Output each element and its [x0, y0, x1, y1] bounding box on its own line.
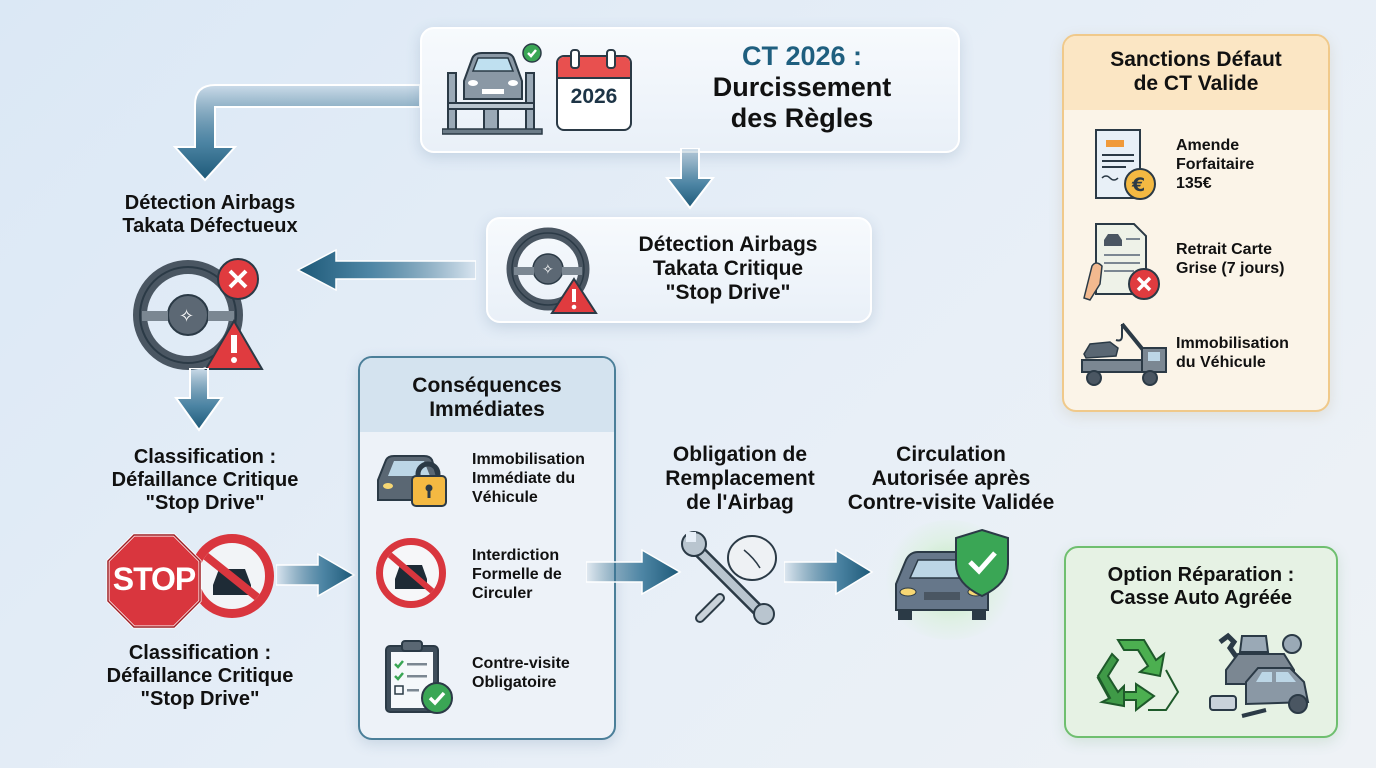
- no-car-icon: [190, 534, 274, 618]
- svg-text:✧: ✧: [179, 306, 194, 327]
- tow-truck-icon: [1081, 322, 1167, 386]
- sanction-item-3: Immobilisation du Véhicule: [1176, 334, 1289, 372]
- sanctions-card: Sanctions Défaut de CT Valide € Amende F…: [1062, 34, 1330, 412]
- sanction-1-line1: Amende: [1176, 137, 1240, 154]
- sanction-2-line1: Retrait Carte: [1176, 241, 1273, 258]
- stop-sign-icon: [106, 533, 202, 629]
- steering-wheel-error-icon: ✧: [133, 258, 264, 370]
- detection-defectueux-line2: Takata Défectueux: [122, 215, 298, 237]
- consequence-item-2: Interdiction Formelle de Circuler: [472, 546, 562, 604]
- wrench-airbag-icon: [681, 531, 777, 625]
- clipboard-check-icon: [385, 640, 453, 714]
- obligation-line1: Obligation de: [672, 443, 808, 466]
- svg-text:€: €: [1131, 174, 1145, 196]
- sanctions-title: Sanctions Défaut de CT Valide: [1064, 36, 1328, 110]
- header-title-line2: Durcissement: [712, 72, 892, 103]
- consequence-2-line3: Circuler: [472, 585, 533, 603]
- detection-critique-line3: "Stop Drive": [665, 281, 791, 305]
- sanction-3-line2: du Véhicule: [1176, 354, 1266, 372]
- consequence-1-line2: Immédiate du: [472, 470, 576, 488]
- registration-revoked-icon: [1083, 223, 1160, 301]
- consequences-title-line2: Immédiates: [429, 398, 545, 422]
- header-card: 2026 CT 2026 : Durcissement des Règles: [420, 27, 960, 153]
- sanction-1-line3: 135€: [1176, 175, 1212, 193]
- header-title: CT 2026 : Durcissement des Règles: [647, 41, 957, 134]
- arrow-right-icon: [586, 548, 682, 596]
- obligation-label: Obligation de Remplacement de l'Airbag: [640, 443, 840, 515]
- consequence-3-line1: Contre-visite: [472, 655, 570, 672]
- detection-critique-line2: Takata Critique: [652, 257, 804, 281]
- obligation-line3: de l'Airbag: [686, 491, 794, 515]
- car-shield-check-icon: [895, 528, 1009, 620]
- classification-label-2: Classification : Défaillance Critique "S…: [60, 642, 340, 711]
- arrow-down-icon: [665, 148, 715, 210]
- header-title-line1: CT 2026 :: [741, 41, 863, 71]
- recycle-icon: [1096, 639, 1180, 713]
- stop-sign-text: STOP: [112, 561, 197, 597]
- classification-label-1: Classification : Défaillance Critique "S…: [70, 446, 340, 515]
- consequences-card: Conséquences Immédiates Immobilisation I…: [358, 356, 616, 740]
- detection-defectueux-label: Détection Airbags Takata Défectueux: [80, 192, 340, 238]
- repair-title-line2: Casse Auto Agréée: [1110, 587, 1292, 609]
- repair-title-line1: Option Réparation :: [1107, 564, 1295, 586]
- consequence-2-line2: Formelle de: [472, 566, 562, 584]
- classification1-line1: Classification :: [133, 446, 277, 468]
- calendar-year: 2026: [570, 85, 618, 108]
- consequence-1-line3: Véhicule: [472, 489, 538, 507]
- circulation-line1: Circulation: [896, 443, 1006, 466]
- detection-critique-line1: Détection Airbags: [638, 233, 818, 256]
- sanctions-title-line1: Sanctions Défaut: [1110, 48, 1282, 71]
- consequence-2-line1: Interdiction: [472, 547, 560, 564]
- arrow-right-icon: [276, 552, 356, 598]
- sanction-item-2: Retrait Carte Grise (7 jours): [1176, 240, 1284, 278]
- sanctions-title-line2: de CT Valide: [1133, 72, 1259, 96]
- consequence-item-1: Immobilisation Immédiate du Véhicule: [472, 450, 585, 508]
- sanction-item-1: Amende Forfaitaire 135€: [1176, 136, 1254, 194]
- consequences-title-line1: Conséquences: [412, 374, 562, 397]
- classification2-line3: "Stop Drive": [140, 688, 260, 710]
- sanction-1-line2: Forfaitaire: [1176, 156, 1255, 174]
- detection-defectueux-line1: Détection Airbags: [124, 192, 296, 214]
- classification2-line2: Défaillance Critique: [106, 665, 294, 687]
- car-lock-icon: [377, 455, 447, 507]
- sanction-2-line2: Grise (7 jours): [1176, 260, 1285, 278]
- repair-option-card: Option Réparation : Casse Auto Agréée: [1064, 546, 1338, 738]
- consequence-1-line1: Immobilisation: [472, 451, 585, 468]
- receipt-euro-icon: €: [1095, 129, 1156, 200]
- consequence-3-line2: Obligatoire: [472, 674, 557, 692]
- classification1-line2: Défaillance Critique: [111, 469, 299, 491]
- classification1-line3: "Stop Drive": [145, 492, 265, 514]
- detection-critique-text: Détection Airbags Takata Critique "Stop …: [608, 233, 848, 305]
- consequence-item-3: Contre-visite Obligatoire: [472, 654, 570, 692]
- consequences-title: Conséquences Immédiates: [360, 358, 614, 432]
- repair-title: Option Réparation : Casse Auto Agréée: [1066, 564, 1336, 610]
- circulation-line2: Autorisée après: [871, 467, 1031, 491]
- circulation-line3: Contre-visite Validée: [847, 491, 1055, 515]
- no-car-icon: [376, 538, 446, 608]
- arrow-left-icon: [296, 248, 476, 292]
- elbow-arrow-icon: [172, 84, 420, 182]
- car-lift-icon: [442, 43, 543, 135]
- calendar-icon: 2026: [556, 49, 632, 131]
- circulation-label: Circulation Autorisée après Contre-visit…: [826, 443, 1076, 515]
- svg-text:✧: ✧: [542, 262, 554, 278]
- sanction-3-line1: Immobilisation: [1176, 335, 1289, 352]
- obligation-line2: Remplacement: [665, 467, 815, 491]
- header-title-line3: des Règles: [730, 103, 874, 134]
- car-parts-icon: [1209, 632, 1310, 718]
- arrow-down-icon: [174, 368, 224, 432]
- detection-critique-card: ✧ Détection Airbags Takata Critique "Sto…: [486, 217, 872, 323]
- classification2-line1: Classification :: [128, 642, 272, 664]
- arrow-right-icon: [784, 548, 874, 596]
- steering-wheel-warning-icon: ✧: [506, 227, 598, 314]
